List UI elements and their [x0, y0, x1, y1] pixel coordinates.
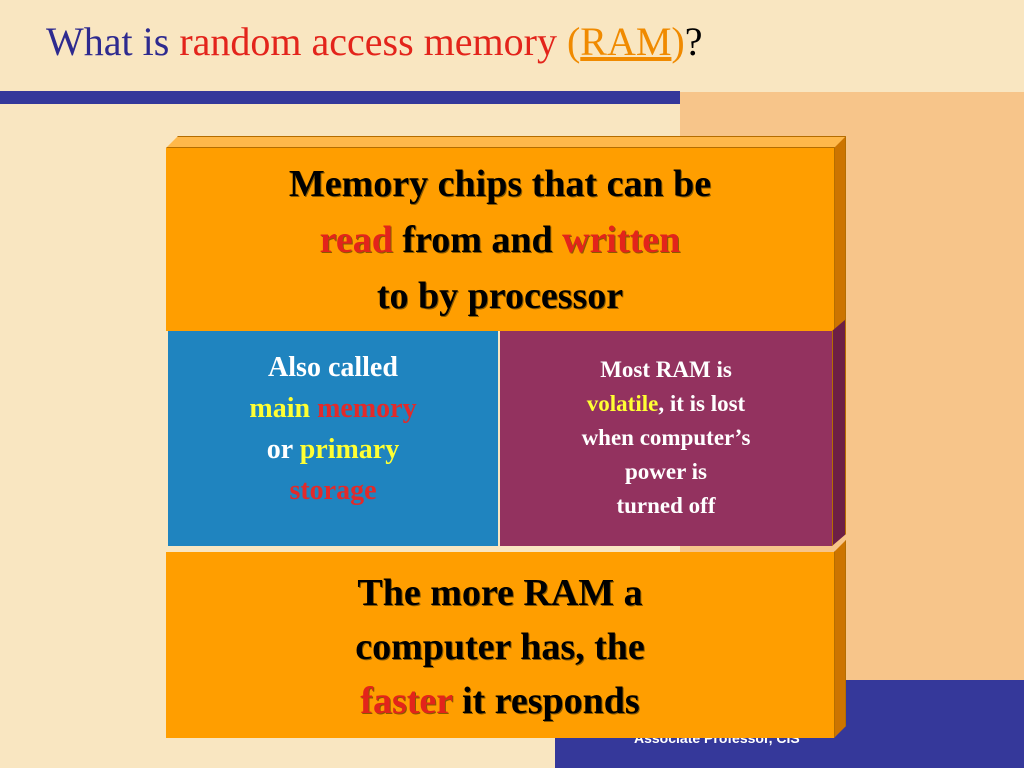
definition-line-2: read from and written	[166, 212, 834, 268]
written-highlight: written	[562, 219, 681, 261]
title-what-is: What is	[46, 19, 180, 64]
volatile-box: Most RAM is volatile, it is lost when co…	[500, 331, 832, 546]
title-open-paren: (	[566, 19, 581, 64]
performance-line-3: faster it responds	[166, 674, 834, 728]
performance-line-2: computer has, the	[355, 626, 645, 668]
volatile-line-2: volatile, it is lost	[500, 387, 832, 421]
read-highlight: read	[319, 219, 393, 261]
purple-box-side	[832, 319, 846, 546]
storage-highlight: storage	[289, 475, 377, 506]
top-block-bevel	[166, 136, 846, 148]
volatile-line-5: turned off	[616, 493, 716, 518]
responds-text: it responds	[452, 680, 640, 722]
primary-highlight: primary	[299, 434, 400, 465]
performance-line-1: The more RAM a	[357, 572, 643, 614]
or-text: or	[266, 434, 300, 465]
faster-highlight: faster	[360, 680, 453, 722]
title-rule	[0, 91, 680, 104]
definition-line-1: Memory chips that can be	[288, 163, 712, 205]
top-block-side	[834, 136, 846, 331]
definition-line-3: to by processor	[376, 275, 624, 317]
definition-box: Memory chips that can be read from and w…	[166, 148, 834, 331]
slide-title: What is random access memory (RAM)?	[46, 18, 703, 65]
also-called-line: Also called	[268, 352, 398, 383]
volatile-highlight: volatile	[586, 391, 659, 416]
volatile-line-1: Most RAM is	[600, 357, 732, 382]
main-highlight: main	[249, 393, 311, 424]
title-close-paren: )	[671, 19, 685, 64]
volatile-line-4: power is	[625, 459, 707, 484]
from-and-text: from and	[392, 219, 563, 261]
main-memory-line: main memory	[168, 388, 498, 429]
title-highlight: random access memory	[179, 19, 567, 64]
memory-highlight: memory	[317, 393, 417, 424]
primary-line: or primary	[168, 429, 498, 470]
title-ram-link[interactable]: RAM	[580, 19, 672, 64]
also-called-box: Also called main memory or primary stora…	[168, 331, 498, 546]
performance-box: The more RAM a computer has, the faster …	[166, 552, 834, 738]
bottom-block-side	[834, 540, 846, 738]
title-question-mark: ?	[684, 19, 703, 64]
volatile-line-3: when computer’s	[581, 425, 751, 450]
volatile-rest: , it is lost	[658, 391, 746, 416]
